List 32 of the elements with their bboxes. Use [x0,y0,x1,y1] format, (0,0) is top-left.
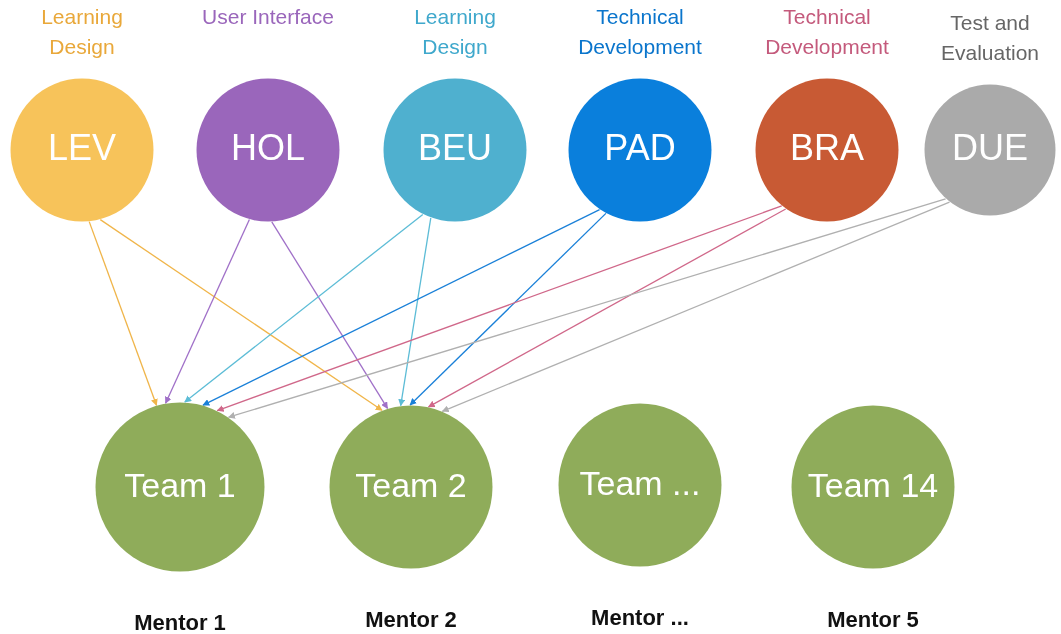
node-label: Team 1 [123,468,237,502]
node-label: Team ... [578,466,702,500]
arrow [398,217,432,407]
mentor-label: Mentor 2 [365,607,457,633]
node-label: PAD [603,130,677,166]
arrow [216,205,783,412]
arrow [441,201,951,413]
role-heading: Technical Development [577,4,703,60]
role-heading: Learning Design [40,4,124,60]
node-label: Team 14 [806,468,940,502]
arrow [184,213,424,403]
role-heading: Test and Evaluation [939,10,1041,66]
role-heading: Technical Development [764,4,890,60]
arrow [271,221,389,410]
mentor-label: Mentor ... [591,605,689,631]
node-label: BRA [789,130,865,166]
role-heading: User Interface [201,4,335,30]
node-label: HOL [230,130,306,166]
arrow [99,218,383,411]
arrow [202,208,601,406]
node-label: Team 2 [354,468,468,502]
arrow [164,218,251,404]
mentor-label: Mentor 1 [134,610,226,634]
arrow [88,220,158,406]
arrow [427,208,787,408]
node-label: DUE [951,130,1029,166]
arrow [227,198,947,419]
node-label: BEU [417,130,493,166]
node-label: LEV [46,130,117,166]
role-heading: Learning Design [413,4,497,60]
arrow [409,212,607,406]
mentor-label: Mentor 5 [827,607,919,633]
